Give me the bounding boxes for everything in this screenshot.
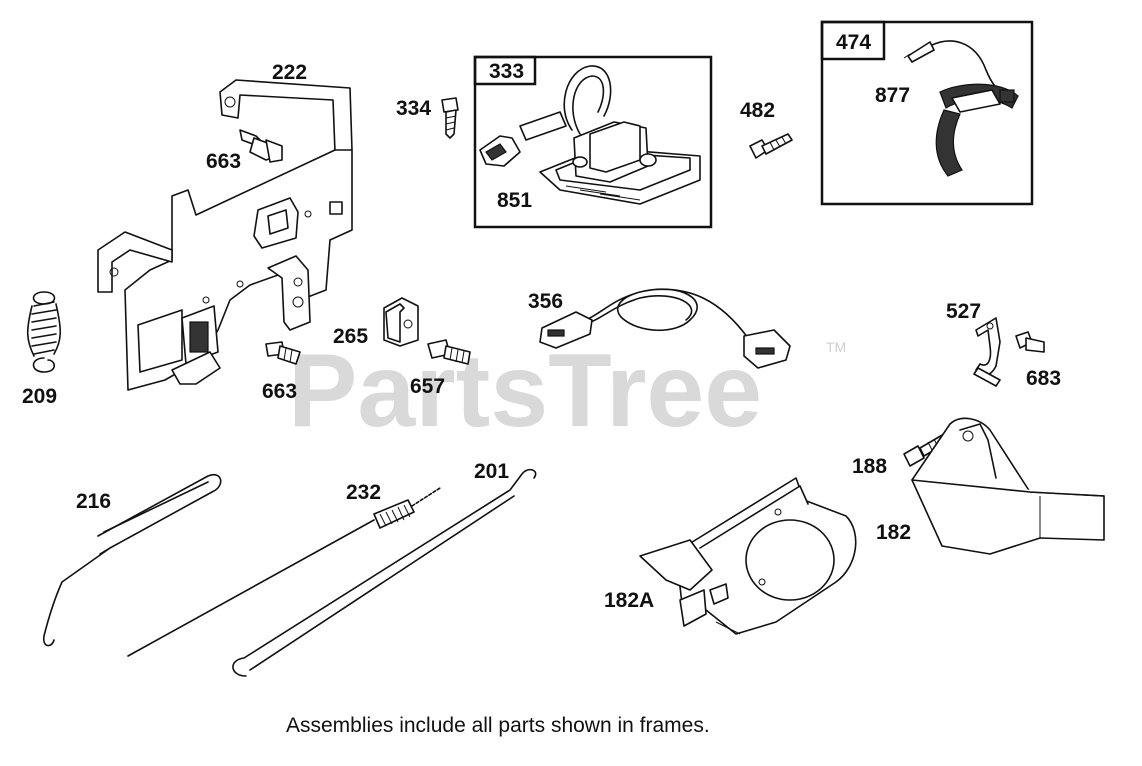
part-label-482[interactable]: 482 bbox=[740, 99, 775, 122]
link-rod-icon[interactable] bbox=[232, 468, 537, 677]
ground-wire-icon[interactable] bbox=[903, 40, 1019, 177]
part-label-201[interactable]: 201 bbox=[474, 460, 509, 483]
screw-icon[interactable] bbox=[1015, 331, 1045, 353]
part-label-182A[interactable]: 182A bbox=[604, 589, 654, 612]
part-label-657[interactable]: 657 bbox=[410, 375, 445, 398]
caption: Assemblies include all parts shown in fr… bbox=[286, 714, 710, 737]
part-label-216[interactable]: 216 bbox=[76, 490, 111, 513]
watermark-trademark: TM bbox=[826, 339, 846, 355]
part-label-334[interactable]: 334 bbox=[396, 97, 431, 120]
screw-icon[interactable] bbox=[749, 133, 793, 159]
watermark: PartsTree bbox=[288, 333, 762, 449]
screw-icon[interactable] bbox=[265, 341, 301, 365]
blower-housing-cover-icon[interactable] bbox=[639, 477, 857, 635]
wire-harness-icon[interactable] bbox=[539, 288, 791, 369]
blower-housing-cover-icon[interactable] bbox=[911, 417, 1105, 555]
part-label-356[interactable]: 356 bbox=[528, 290, 563, 313]
frame-label-474: 474 bbox=[836, 31, 871, 54]
frame-474 bbox=[820, 20, 1034, 206]
ignition-coil-icon[interactable] bbox=[539, 65, 701, 205]
part-label-663-upper[interactable]: 663 bbox=[206, 150, 241, 173]
part-label-683[interactable]: 683 bbox=[1026, 367, 1061, 390]
clip-icon[interactable] bbox=[973, 317, 1001, 387]
part-label-663-lower[interactable]: 663 bbox=[262, 380, 297, 403]
link-rod-icon[interactable] bbox=[42, 473, 222, 647]
part-label-232[interactable]: 232 bbox=[346, 481, 381, 504]
clip-icon[interactable] bbox=[383, 297, 419, 347]
spark-plug-boot-icon[interactable] bbox=[479, 111, 567, 167]
part-label-877[interactable]: 877 bbox=[875, 84, 910, 107]
screw-icon[interactable] bbox=[441, 97, 459, 139]
screw-icon[interactable] bbox=[239, 129, 283, 163]
control-bracket-icon[interactable] bbox=[97, 79, 353, 391]
spring-icon[interactable] bbox=[26, 291, 62, 373]
part-label-182[interactable]: 182 bbox=[876, 521, 911, 544]
part-label-527[interactable]: 527 bbox=[946, 300, 981, 323]
frame-333 bbox=[473, 55, 713, 229]
part-label-265[interactable]: 265 bbox=[333, 325, 368, 348]
part-label-851[interactable]: 851 bbox=[497, 189, 532, 212]
frame-label-333: 333 bbox=[489, 60, 524, 83]
part-label-222[interactable]: 222 bbox=[272, 61, 307, 84]
part-label-188[interactable]: 188 bbox=[852, 455, 887, 478]
screw-icon[interactable] bbox=[427, 339, 471, 365]
governor-spring-icon[interactable] bbox=[127, 487, 441, 657]
part-label-209[interactable]: 209 bbox=[22, 385, 57, 408]
